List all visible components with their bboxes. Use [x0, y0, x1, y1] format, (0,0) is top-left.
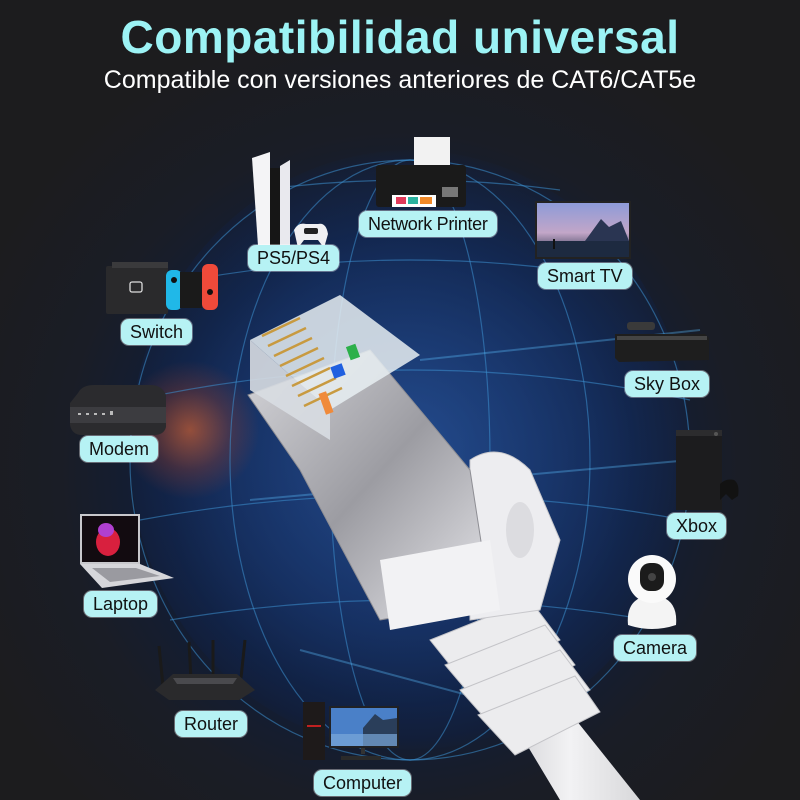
sky-box-device	[615, 322, 711, 366]
smart-tv-device	[535, 201, 631, 265]
device-label-xbox: Xbox	[667, 513, 727, 539]
switch-device	[106, 262, 224, 316]
device-label-camera: Camera	[614, 635, 697, 661]
device-label-computer: Computer	[314, 770, 412, 796]
desktop-computer-icon	[303, 702, 399, 760]
modem-icon	[70, 385, 166, 435]
set-top-box-icon	[615, 322, 709, 362]
device-label-modem: Modem	[80, 436, 159, 462]
page-title: Compatibilidad universal	[120, 11, 680, 63]
printer-device	[372, 135, 470, 215]
tv-icon	[535, 201, 631, 259]
xbox-device	[660, 428, 740, 512]
handheld-console-icon	[106, 262, 218, 314]
camera-device	[622, 553, 682, 631]
page-subtitle: Compatible con versiones anteriores de C…	[103, 66, 697, 94]
xbox-console-icon	[676, 430, 739, 510]
device-label-sky-box: Sky Box	[625, 371, 710, 397]
device-label-printer: Network Printer	[359, 211, 497, 237]
router-icon	[155, 639, 255, 700]
laptop-icon	[80, 514, 174, 588]
device-label-ps5: PS5/PS4	[248, 245, 340, 271]
device-label-switch: Switch	[121, 319, 193, 345]
game-console-icon	[252, 152, 328, 248]
device-label-router: Router	[175, 711, 248, 737]
security-camera-icon	[627, 555, 677, 629]
modem-device	[70, 385, 166, 435]
router-device	[153, 638, 257, 704]
computer-device	[303, 700, 401, 766]
printer-icon	[376, 137, 466, 207]
device-label-laptop: Laptop	[84, 591, 158, 617]
device-label-smart-tv: Smart TV	[538, 263, 632, 289]
laptop-device	[76, 512, 176, 590]
ps5-device	[248, 150, 328, 250]
